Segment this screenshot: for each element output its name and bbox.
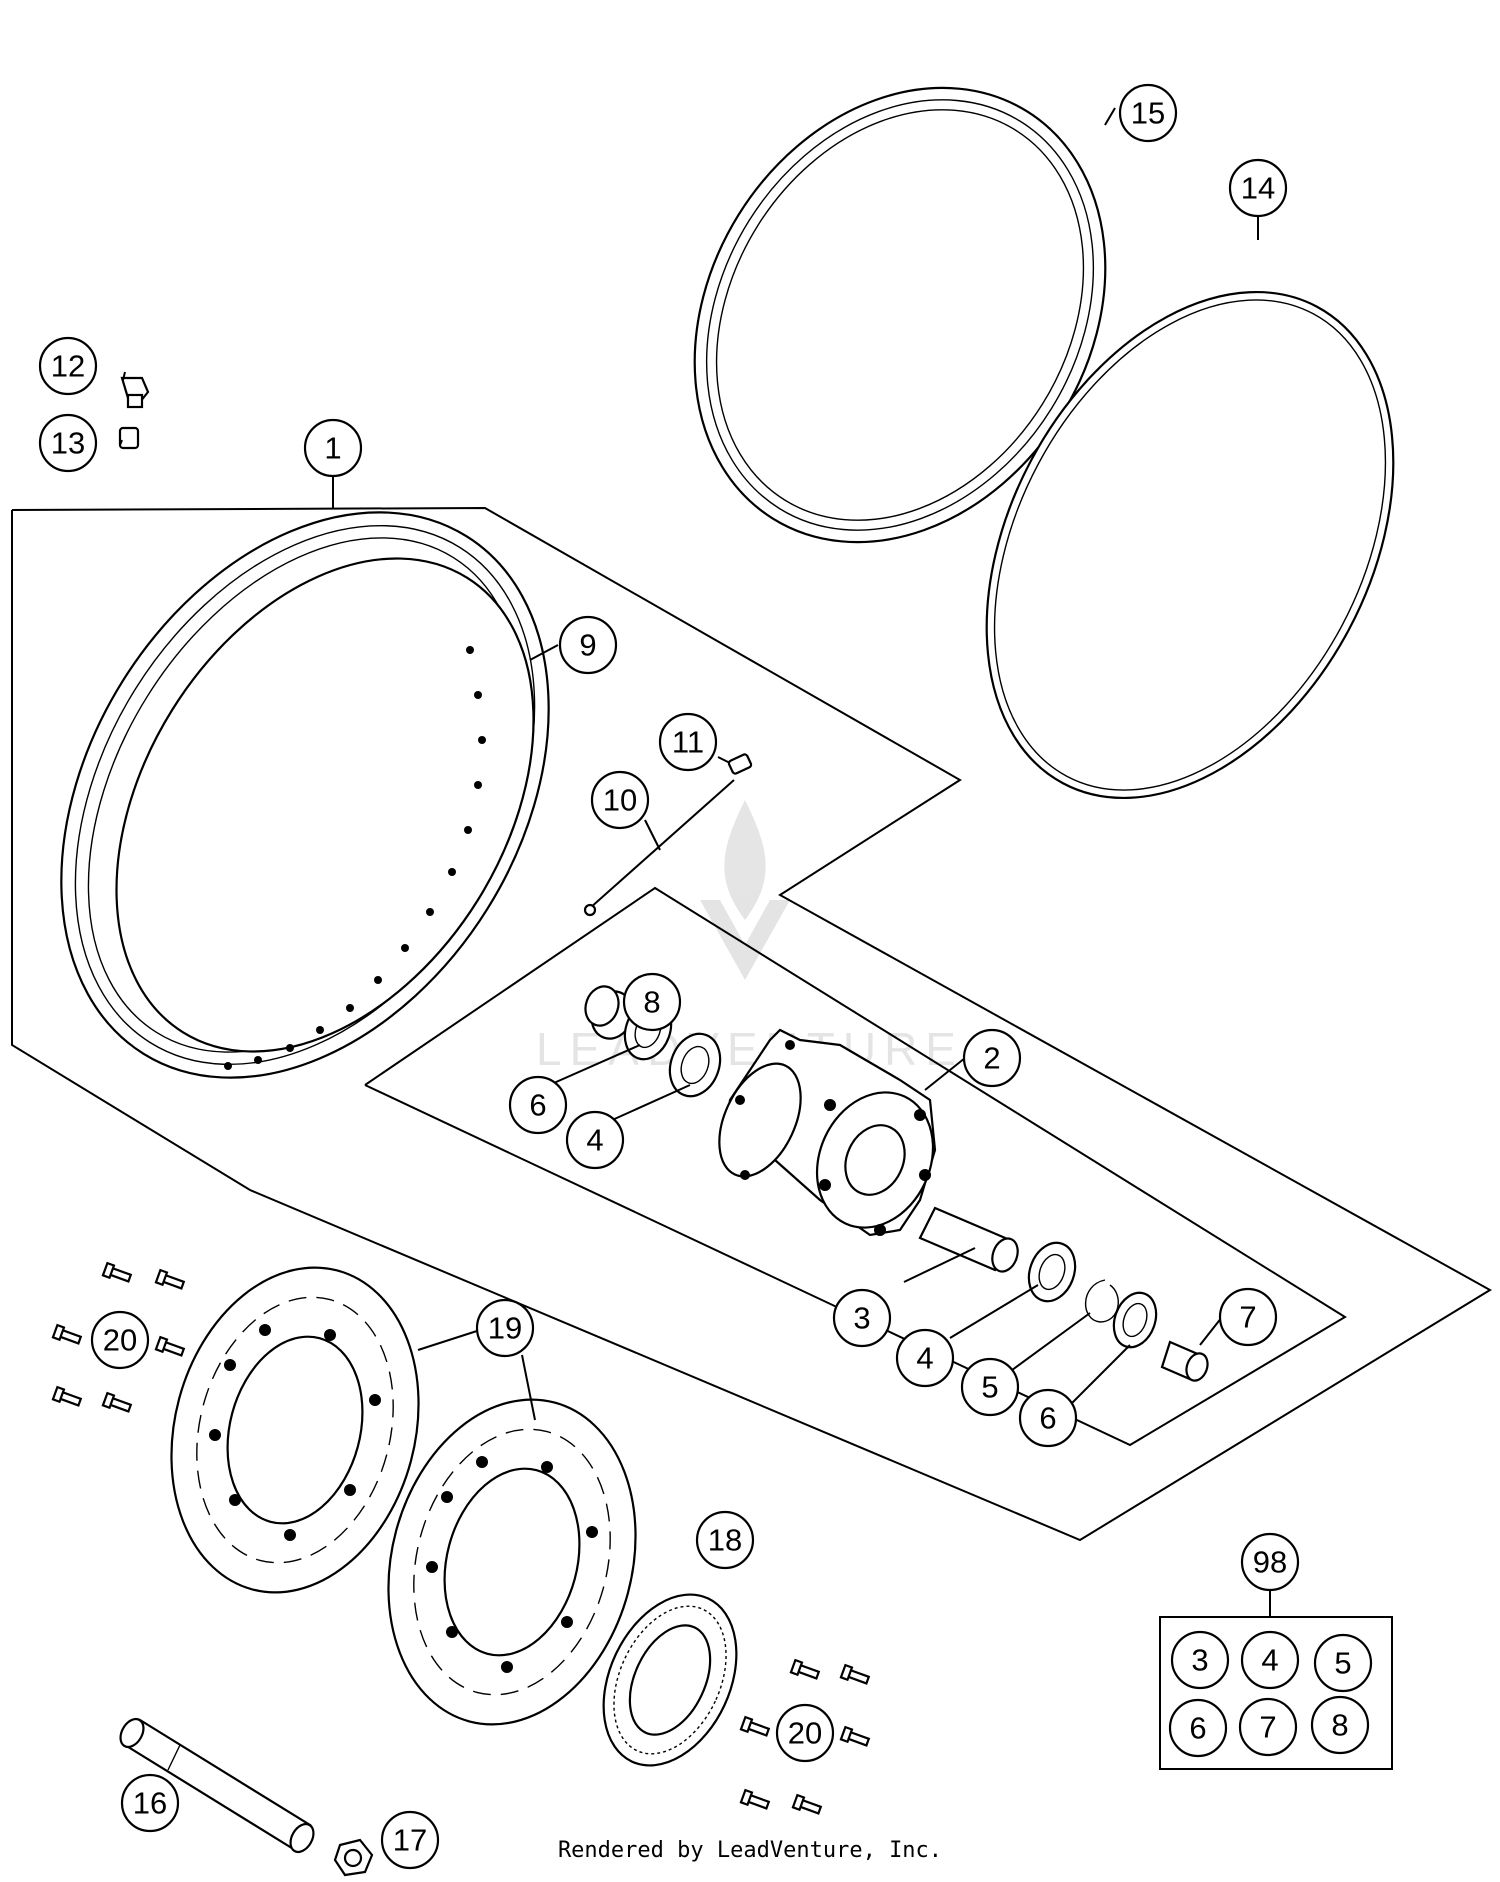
svg-text:7: 7 (1259, 1710, 1276, 1745)
circlip (1084, 1279, 1119, 1323)
svg-text:1: 1 (324, 431, 341, 466)
svg-text:12: 12 (51, 349, 85, 384)
svg-text:8: 8 (1331, 1708, 1348, 1743)
tire (693, 86, 1107, 544)
axle (119, 1717, 315, 1854)
svg-text:14: 14 (1241, 171, 1275, 206)
kit-98-item: 7 (1238, 1697, 1298, 1757)
assembly-outline-1 (11, 506, 1492, 1542)
svg-text:6: 6 (529, 1088, 546, 1123)
callout-17: 17 (380, 1810, 440, 1870)
svg-text:3: 3 (1191, 1643, 1208, 1678)
callout-3: 3 (832, 1288, 892, 1348)
brake-disc-left (170, 1266, 420, 1594)
seal-right (1112, 1291, 1158, 1349)
callout-14: 14 (1228, 158, 1288, 218)
bushing-left (584, 985, 634, 1040)
brake-disc-right (387, 1398, 637, 1726)
callout-4-left: 4 (565, 1110, 625, 1170)
valve-stem (120, 376, 150, 409)
disc-bolts-right (739, 1658, 871, 1815)
callout-10: 10 (590, 770, 650, 830)
kit-98-box: 3 4 5 6 7 8 (1159, 1616, 1393, 1770)
bearing-left (668, 1032, 722, 1098)
spoke (589, 779, 735, 909)
callout-12: 12 (38, 336, 98, 396)
svg-text:6: 6 (1039, 1401, 1056, 1436)
rim-spoke-holes (224, 646, 486, 1070)
callout-2: 2 (962, 1028, 1022, 1088)
svg-text:6: 6 (1189, 1711, 1206, 1746)
bearing-right (1027, 1241, 1077, 1303)
svg-text:9: 9 (579, 628, 596, 663)
callout-4-right: 4 (895, 1328, 955, 1388)
spacer-sleeve (918, 1206, 1019, 1273)
svg-text:3: 3 (853, 1301, 870, 1336)
callout-6-left: 6 (508, 1075, 568, 1135)
svg-text:4: 4 (1261, 1643, 1278, 1678)
disc-bolts-left (51, 1261, 186, 1413)
svg-text:15: 15 (1131, 96, 1165, 131)
svg-text:7: 7 (1239, 1300, 1256, 1335)
abs-pulse-ring (602, 1593, 738, 1767)
svg-text:20: 20 (103, 1323, 137, 1358)
bushing-right (1160, 1340, 1209, 1382)
svg-text:11: 11 (672, 725, 704, 760)
svg-text:98: 98 (1253, 1545, 1287, 1580)
svg-text:4: 4 (586, 1123, 603, 1158)
kit-98-item: 8 (1310, 1695, 1370, 1755)
svg-text:18: 18 (708, 1523, 742, 1558)
callout-1: 1 (303, 418, 363, 478)
rim-tape (985, 290, 1395, 800)
svg-text:19: 19 (488, 1311, 522, 1346)
hub (718, 1028, 937, 1237)
axle-nut (333, 1838, 374, 1877)
spoke-end (583, 903, 597, 917)
callout-11: 11 (658, 712, 718, 772)
callout-16: 16 (120, 1773, 180, 1833)
valve-nut (118, 426, 140, 450)
callout-8: 8 (622, 972, 682, 1032)
callout-9: 9 (558, 615, 618, 675)
kit-98-item: 6 (1168, 1698, 1228, 1758)
callout-98: 98 (1240, 1532, 1300, 1592)
callout-7: 7 (1218, 1287, 1278, 1347)
spoke-nipple (727, 753, 753, 775)
svg-text:10: 10 (603, 783, 637, 818)
callout-13: 13 (38, 413, 98, 473)
svg-text:5: 5 (1334, 1646, 1351, 1681)
callout-6-right: 6 (1018, 1388, 1078, 1448)
callout-20-right: 20 (775, 1703, 835, 1763)
svg-text:4: 4 (916, 1341, 933, 1376)
svg-text:5: 5 (981, 1370, 998, 1405)
callout-15: 15 (1118, 83, 1178, 143)
callout-20-left: 20 (90, 1310, 150, 1370)
svg-text:20: 20 (788, 1716, 822, 1751)
callout-5: 5 (960, 1357, 1020, 1417)
callout-18: 18 (695, 1510, 755, 1570)
svg-text:16: 16 (133, 1786, 167, 1821)
rim (60, 511, 550, 1079)
callout-19: 19 (475, 1298, 535, 1358)
svg-text:8: 8 (643, 985, 660, 1020)
svg-text:17: 17 (393, 1823, 427, 1858)
kit-98-item: 4 (1240, 1630, 1300, 1690)
svg-text:2: 2 (983, 1041, 1000, 1076)
footer-credit: Rendered by LeadVenture, Inc. (557, 1838, 943, 1863)
kit-98-item: 3 (1170, 1630, 1230, 1690)
svg-text:13: 13 (51, 426, 85, 461)
kit-98-item: 5 (1313, 1633, 1373, 1693)
